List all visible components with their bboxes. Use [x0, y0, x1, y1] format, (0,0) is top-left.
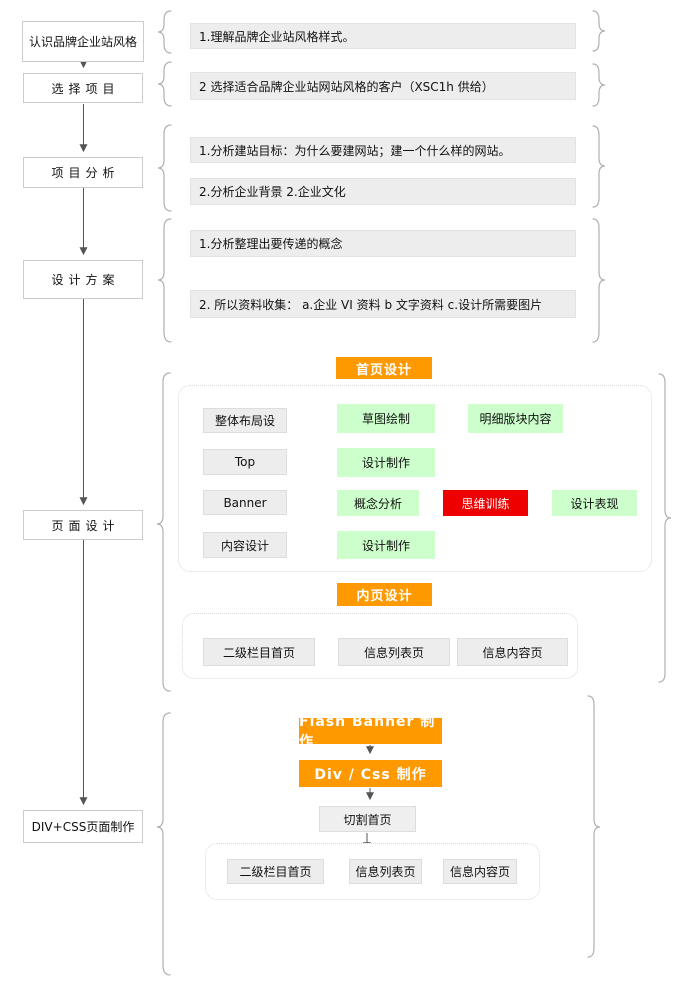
node-design-produce-content: 设计制作 [337, 531, 435, 559]
step-select-project: 选择项目 [23, 73, 143, 103]
node-detail-block-content: 明细版块内容 [468, 404, 563, 433]
node-top: Top [203, 449, 287, 475]
section-header-homepage-design: 首页设计 [336, 357, 432, 379]
page-node-info-list: 信息列表页 [338, 638, 450, 666]
note-company-background: 2.分析企业背景 2.企业文化 [190, 178, 576, 205]
note-material-collection: 2. 所以资料收集： a.企业 VI 资料 b 文字资料 c.设计所需要图片 [190, 290, 576, 318]
node-concept-analysis: 概念分析 [337, 490, 419, 516]
node-sketch-drawing: 草图绘制 [337, 404, 435, 433]
note-concept-sorting: 1.分析整理出要传递的概念 [190, 230, 576, 257]
step-divcss-production: DIV+CSS页面制作 [23, 810, 143, 843]
node-design-produce-top: 设计制作 [337, 448, 435, 477]
node-banner: Banner [203, 490, 287, 515]
node-thinking-training: 思维训练 [443, 490, 528, 516]
page-node-info-content: 信息内容页 [457, 638, 568, 666]
page-node-secondary-home: 二级栏目首页 [203, 638, 315, 666]
note-understand-style: 1.理解品牌企业站风格样式。 [190, 23, 576, 49]
build-page-secondary-home: 二级栏目首页 [227, 859, 324, 884]
section-header-innerpage-design: 内页设计 [337, 583, 432, 606]
node-content-design: 内容设计 [203, 532, 287, 558]
node-overall-layout: 整体布局设 [203, 408, 287, 433]
build-page-info-list: 信息列表页 [349, 859, 422, 884]
note-select-client: 2 选择适合品牌企业站网站风格的客户（XSC1h 供给） [190, 72, 576, 100]
build-page-info-content: 信息内容页 [443, 859, 517, 884]
node-design-expression: 设计表现 [552, 490, 637, 516]
step-recognize-brand-style: 认识品牌企业站风格 [22, 21, 144, 62]
build-step-div-css: Div / Css 制作 [299, 760, 442, 787]
note-site-goal: 1.分析建站目标：为什么要建网站；建一个什么样的网站。 [190, 137, 576, 163]
step-design-plan: 设计方案 [23, 260, 143, 299]
build-step-flash-banner: Flash Banner 制作 [299, 714, 442, 750]
build-step-cut-homepage: 切割首页 [319, 806, 416, 832]
step-project-analysis: 项目分析 [23, 157, 143, 188]
step-page-design: 页面设计 [23, 510, 143, 540]
